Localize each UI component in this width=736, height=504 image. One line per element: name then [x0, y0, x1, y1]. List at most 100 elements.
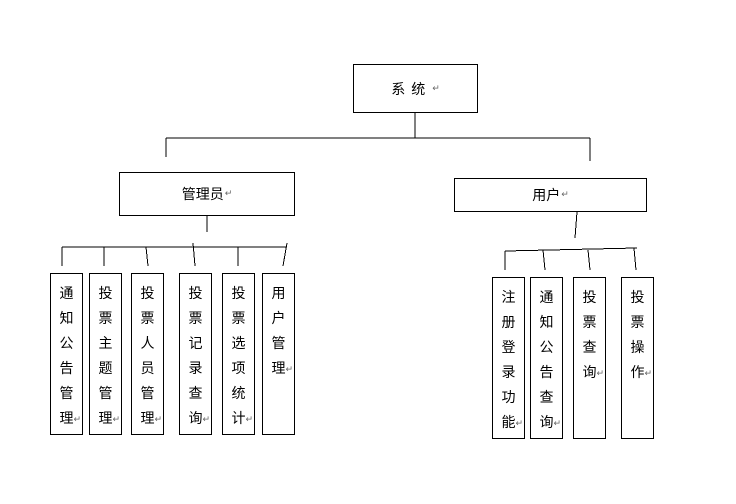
admin-function-2: 投票主题管理↵ [89, 273, 122, 435]
function-label-char: 票 [231, 311, 246, 327]
function-label-char: 查 [539, 390, 554, 406]
function-label-char: 投 [188, 286, 203, 302]
user-function-4: 投票操作↵ [621, 277, 654, 439]
function-label-char: 投 [582, 290, 597, 306]
function-label-char: 票 [188, 311, 203, 327]
function-label-char: 查 [582, 340, 597, 356]
function-label-char: 理 [59, 411, 74, 427]
function-label: 通知公告查询 [531, 286, 562, 436]
function-label-char: 公 [59, 336, 74, 352]
function-label-char: 询 [582, 365, 597, 381]
connector-user-f2 [542, 249, 546, 271]
function-label: 投票选项统计 [223, 282, 254, 432]
node-root-label: 系统 [391, 81, 432, 98]
function-label-char: 主 [98, 336, 113, 352]
connector-user-down [574, 211, 578, 239]
function-label-char: 投 [140, 286, 155, 302]
function-label-char: 录 [501, 365, 516, 381]
user-function-3: 投票查询↵ [573, 277, 606, 439]
function-label-char: 管 [140, 386, 155, 402]
return-mark-icon: ↵ [224, 189, 233, 199]
function-label-char: 管 [271, 336, 286, 352]
function-label-char: 告 [539, 365, 554, 381]
function-label-char: 操 [630, 340, 645, 356]
function-label: 投票操作 [622, 286, 653, 386]
function-label-char: 询 [539, 415, 554, 431]
function-label-char: 票 [140, 311, 155, 327]
function-label-char: 公 [539, 340, 554, 356]
function-label-char: 投 [98, 286, 113, 302]
function-label-char: 票 [98, 311, 113, 327]
function-label: 投票人员管理 [132, 282, 163, 432]
return-mark-icon: ↵ [432, 83, 440, 94]
return-mark-icon: ↵ [245, 415, 253, 425]
connector-user-f4 [633, 247, 637, 271]
function-label-char: 录 [188, 361, 203, 377]
function-label-char: 知 [59, 311, 74, 327]
function-label-char: 通 [59, 286, 74, 302]
node-user: 用户↵ [454, 178, 647, 212]
function-label-char: 用 [271, 286, 286, 302]
function-label-char: 人 [140, 336, 155, 352]
function-label: 注册登录功能 [493, 286, 524, 436]
user-function-1: 注册登录功能↵ [492, 277, 525, 439]
admin-function-1: 通知公告管理↵ [50, 273, 83, 435]
function-label-char: 册 [501, 315, 516, 331]
function-label-char: 理 [140, 411, 155, 427]
return-mark-icon: ↵ [202, 415, 210, 425]
function-label-char: 票 [630, 315, 645, 331]
connector-user-bus [504, 247, 638, 252]
function-label-char: 注 [501, 290, 516, 306]
return-mark-icon: ↵ [515, 419, 523, 429]
function-label-char: 知 [539, 315, 554, 331]
node-user-label: 用户 [532, 188, 561, 204]
function-label-char: 功 [501, 390, 516, 406]
function-label-char: 项 [231, 361, 246, 377]
function-label-char: 作 [630, 365, 645, 381]
function-label-char: 查 [188, 386, 203, 402]
connector-admin-f3 [145, 246, 149, 267]
node-root: 系统↵ [353, 64, 478, 113]
function-label-char: 管 [98, 386, 113, 402]
return-mark-icon: ↵ [596, 369, 604, 379]
user-function-2: 通知公告查询↵ [530, 277, 563, 439]
return-mark-icon: ↵ [285, 365, 293, 375]
function-label-char: 通 [539, 290, 554, 306]
connector-admin-f4 [192, 242, 196, 267]
function-label-char: 能 [501, 415, 516, 431]
node-admin: 管理员↵ [119, 172, 295, 216]
admin-function-6: 用户管理↵ [262, 273, 295, 435]
function-label-char: 户 [271, 311, 286, 327]
function-label-char: 票 [582, 315, 597, 331]
function-label-char: 记 [188, 336, 203, 352]
function-label-char: 理 [271, 361, 286, 377]
function-label: 投票查询 [574, 286, 605, 386]
return-mark-icon: ↵ [644, 369, 652, 379]
admin-function-3: 投票人员管理↵ [131, 273, 164, 435]
admin-function-4: 投票记录查询↵ [179, 273, 212, 435]
function-label: 用户管理 [263, 282, 294, 382]
function-label-char: 计 [231, 411, 246, 427]
function-label-char: 询 [188, 411, 203, 427]
node-admin-label: 管理员 [181, 187, 224, 203]
function-label-char: 选 [231, 336, 246, 352]
function-label-char: 管 [59, 386, 74, 402]
function-label-char: 告 [59, 361, 74, 377]
return-mark-icon: ↵ [561, 190, 569, 200]
function-label-char: 员 [140, 361, 155, 377]
return-mark-icon: ↵ [154, 415, 162, 425]
return-mark-icon: ↵ [553, 419, 561, 429]
function-label: 通知公告管理 [51, 282, 82, 432]
function-label-char: 理 [98, 411, 113, 427]
function-label: 投票记录查询 [180, 282, 211, 432]
function-label-char: 投 [630, 290, 645, 306]
function-label-char: 题 [98, 361, 113, 377]
return-mark-icon: ↵ [73, 415, 81, 425]
connector-admin-f6 [282, 242, 288, 267]
return-mark-icon: ↵ [112, 415, 120, 425]
function-label-char: 登 [501, 340, 516, 356]
admin-function-5: 投票选项统计↵ [222, 273, 255, 435]
function-label-char: 统 [231, 386, 246, 402]
